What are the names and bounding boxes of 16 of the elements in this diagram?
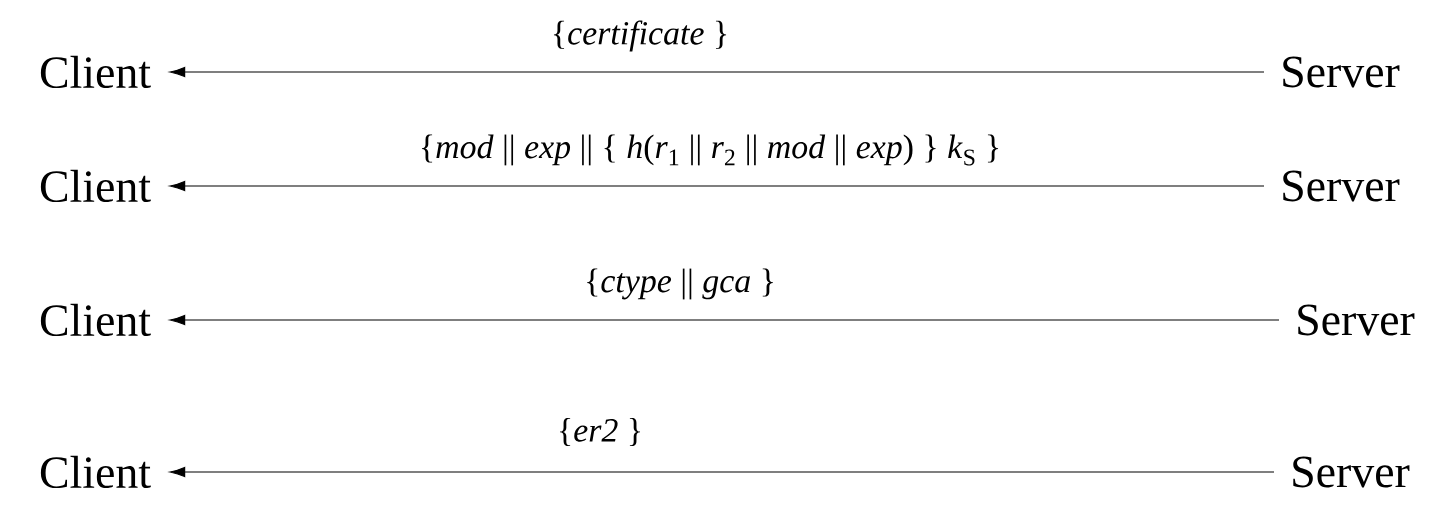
- arrow: [169, 66, 1265, 78]
- party-label: Client: [40, 169, 151, 203]
- arrow: [169, 314, 1280, 326]
- arrow: [169, 180, 1265, 192]
- party-label: Client: [40, 55, 151, 89]
- edge-label: {certificate }: [553, 20, 727, 52]
- edge-label: {mod || exp || { h(r$_{1}$ || r$_{2}$ || mod || exp) } k$_{S}$ }: [421, 134, 999, 166]
- party-label: Server: [1298, 304, 1415, 336]
- edge-label: {er2 }: [560, 418, 640, 446]
- party-label: Server: [1283, 56, 1400, 88]
- party-label: Server: [1283, 170, 1400, 202]
- party-label: Client: [40, 455, 151, 489]
- arrow: [169, 466, 1275, 478]
- edge-label: {ctype || gca }: [587, 268, 773, 300]
- party-label: Server: [1293, 456, 1410, 488]
- party-label: Client: [40, 303, 151, 337]
